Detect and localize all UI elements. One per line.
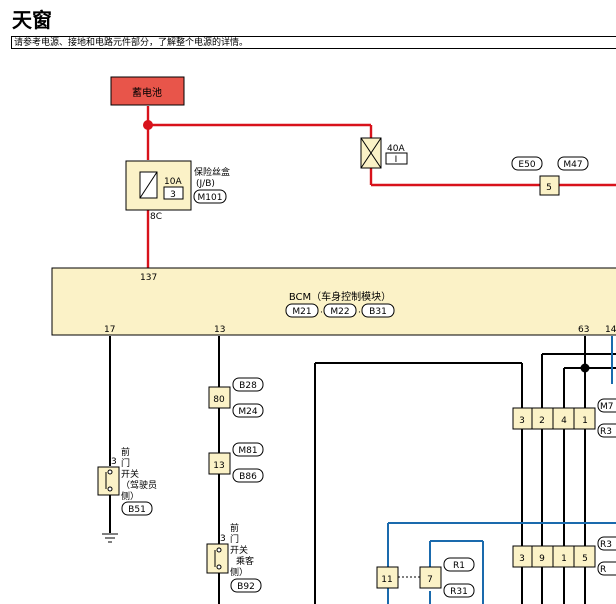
passenger-switch-pin: 3 (220, 534, 226, 544)
passenger-switch-label-3: 开关 (230, 544, 248, 556)
inline-connector-11-7: 11 7 R1 R31 (376, 557, 475, 598)
upper-pin-3: 4 (561, 416, 567, 426)
power-wires (146, 106, 616, 268)
fuse-box-name: 保险丝盒 (194, 166, 230, 178)
driver-switch-label-2: 门 (121, 457, 130, 469)
upper-pin-1: 3 (519, 416, 525, 426)
connector-13-pin: 13 (213, 461, 224, 471)
connector-7-bottom: R31 (450, 587, 468, 597)
fuse-box-sub: (J/B) (196, 179, 215, 189)
connector-block-upper: 3 2 4 1 M7 R3 (512, 398, 616, 438)
driver-switch-label-5: 侧） (121, 490, 139, 502)
fuse-box-connector: M101 (198, 193, 223, 203)
bcm-separator: · (358, 308, 361, 318)
passenger-switch-label-5: 侧） (230, 566, 248, 578)
bcm-connector-2: M22 (330, 307, 349, 317)
connector-5-right: M47 (563, 160, 582, 170)
note-box: 请参考电源、接地和电路元件部分，了解整个电源的详情。 (11, 36, 616, 49)
connector-5-left: E50 (518, 160, 535, 170)
bcm-module: 137 BCM（车身控制模块） M21 · M22 · B31 17 13 63… (51, 267, 616, 336)
bcm-connector-1: M21 (292, 307, 311, 317)
lower-pin-2: 9 (539, 554, 545, 564)
battery: 蓄电池 (110, 76, 185, 106)
inline-connector-13: 13 M81 B86 (208, 442, 264, 483)
bcm-title: BCM（车身控制模块） (289, 290, 391, 303)
upper-pin-4: 1 (582, 416, 588, 426)
ground-wires (109, 336, 616, 604)
inline-connector-80: 80 B28 M24 (208, 377, 264, 418)
battery-label: 蓄电池 (132, 86, 162, 99)
connector-5: 5 E50 M47 (511, 156, 589, 196)
bcm-pin-17: 17 (104, 325, 115, 335)
fusible-link: 40A I (360, 137, 408, 169)
connector-13-top: M81 (238, 446, 257, 456)
lower-pin-3: 1 (561, 554, 567, 564)
fuse-rating: 10A (164, 177, 182, 187)
fusible-link-rating: 40A (387, 144, 405, 154)
passenger-switch-label-4: 乘客 (236, 555, 254, 567)
fuse-number: 3 (170, 190, 176, 200)
passenger-switch-label-1: 前 (230, 522, 239, 534)
signal-wires (387, 336, 616, 604)
connector-5-pin: 5 (546, 183, 552, 193)
passenger-door-switch: 3 前 门 开关 乘客 侧） B92 (206, 522, 262, 593)
bcm-connector-3: B31 (369, 307, 387, 317)
driver-switch-label-3: 开关 (121, 468, 139, 480)
fuse-box: 10A 3 保险丝盒 (J/B) M101 8C (125, 160, 230, 222)
splice-dot (143, 120, 153, 130)
page-title: 天窗 (12, 8, 52, 32)
connector-7-top: R1 (453, 561, 465, 571)
driver-door-switch: 3 前 门 开关 （驾驶员 侧） B51 (97, 446, 157, 516)
fusible-link-letter: I (395, 155, 398, 165)
upper-connector-2: R3 (600, 427, 612, 437)
bcm-pin-63: 63 (578, 325, 589, 335)
driver-switch-label-4: （驾驶员 (121, 479, 157, 491)
connector-7: 7 (427, 575, 433, 585)
bcm-pin-13: 13 (214, 325, 225, 335)
driver-switch-connector: B51 (128, 505, 146, 515)
connector-block-lower: 3 9 1 5 R3 R (512, 536, 616, 576)
upper-connector-1: M7 (600, 402, 614, 412)
connector-13-bottom: B86 (239, 472, 257, 482)
bcm-pin-14: 14 (605, 325, 616, 335)
bcm-separator: · (320, 308, 323, 318)
ground-symbol (102, 533, 118, 543)
connector-11: 11 (381, 575, 392, 585)
passenger-switch-connector: B92 (237, 582, 255, 592)
lower-pin-1: 3 (519, 554, 525, 564)
driver-switch-label-1: 前 (121, 446, 130, 458)
upper-pin-2: 2 (539, 416, 545, 426)
connector-80-bottom: M24 (238, 407, 257, 417)
passenger-switch-label-2: 门 (230, 533, 239, 545)
connector-80-top: B28 (239, 381, 257, 391)
lower-connector-2: R (600, 565, 606, 575)
lower-pin-4: 5 (582, 554, 588, 564)
splice-dot (580, 363, 590, 373)
connector-80-pin: 80 (213, 395, 225, 405)
bcm-top-pin: 137 (140, 273, 157, 283)
lower-connector-1: R3 (600, 540, 612, 550)
driver-switch-pin: 3 (111, 457, 117, 467)
fuse-box-pin: 8C (150, 212, 162, 222)
